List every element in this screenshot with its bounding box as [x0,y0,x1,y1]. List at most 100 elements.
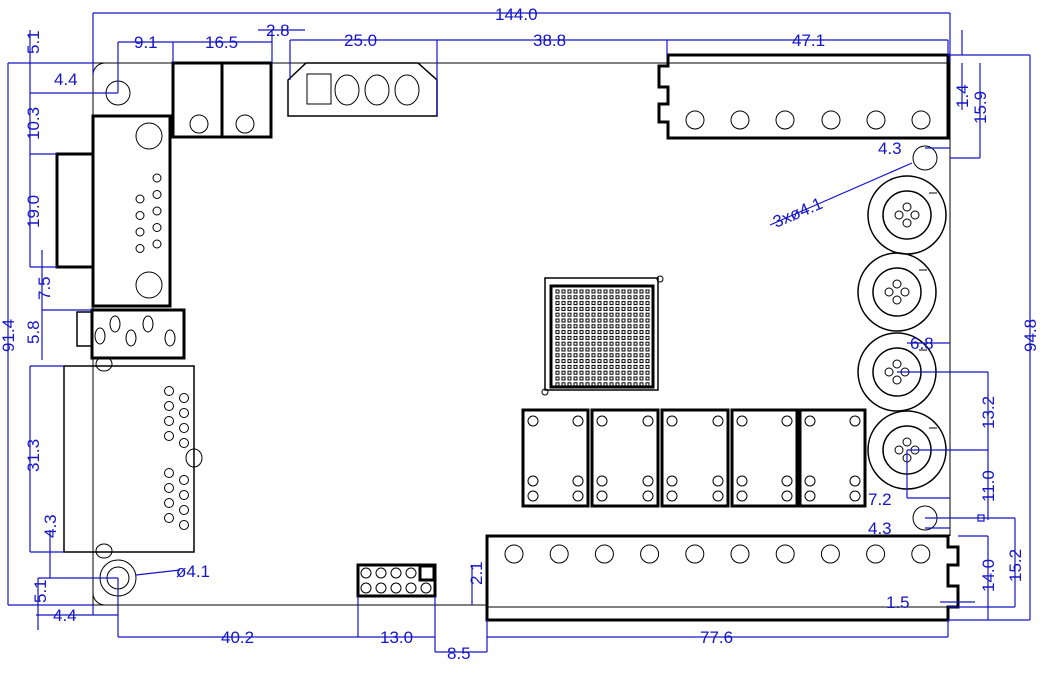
bga-ball [627,347,632,352]
bga-ball [645,295,650,300]
bga-ball [633,370,638,375]
dim-top-terminal-overhang: 1.4 [953,84,972,108]
bga-ball [615,301,620,306]
bga-ball [555,335,560,340]
bga-ball [615,370,620,375]
dim-db9-offset: 10.3 [24,107,43,140]
dim-db9-flange: 19.0 [24,195,43,228]
bga-ball [555,370,560,375]
bga-ball [639,324,644,329]
bga-ball [567,382,572,387]
bga-ball [585,289,590,294]
bga-ball [633,324,638,329]
bga-ball [573,359,578,364]
bga-ball [639,364,644,369]
dim-jack-width: 16.5 [205,33,238,52]
bga-ball [645,341,650,346]
bga-ball [609,312,614,317]
bga-ball [561,335,566,340]
pin-hole [164,386,174,396]
dim-top-right-hole: 4.3 [878,139,902,158]
bga-ball [597,306,602,311]
bga-ball [633,359,638,364]
bga-ball [585,364,590,369]
bga-ball [621,289,626,294]
bga-ball [645,335,650,340]
bga-ball [591,382,596,387]
bga-ball [597,324,602,329]
bga-ball [597,370,602,375]
bga-ball [627,295,632,300]
dim-round-offset: 7.2 [868,490,892,509]
bga-ball [579,301,584,306]
bga-ball [567,295,572,300]
pin-hole [135,244,145,253]
bga-ball [621,370,626,375]
bga-ball [639,295,644,300]
bga-ball [561,370,566,375]
board-outline [92,62,951,606]
bga-ball [573,364,578,369]
pin-hole [504,544,524,564]
bga-ball [615,347,620,352]
bga-ball [615,353,620,358]
bga-ball [585,347,590,352]
bga-ball [567,353,572,358]
bga-ball [621,295,626,300]
bga-ball [645,347,650,352]
pin-hole [375,567,387,579]
dim-right-hole-offset: 4.3 [868,519,892,538]
dim-bottom-notch: 1.5 [886,593,910,612]
bga-ball [639,382,644,387]
pin-hole [685,544,705,564]
bga-ball [645,324,650,329]
pin-hole [179,520,189,530]
pin-hole [804,415,816,427]
dim-audio-jack: 5.8 [24,320,43,344]
bga-ball [567,364,572,369]
bga-ball [555,324,560,329]
bga-ball [567,324,572,329]
pin-hole [152,190,162,199]
bga-ball [591,376,596,381]
bga-ball [627,359,632,364]
bga-ball [561,289,566,294]
bga-ball [615,359,620,364]
bga-ball [621,364,626,369]
bga-ball [615,335,620,340]
bga-ball [627,382,632,387]
bga-ball [579,353,584,358]
bga-ball [567,330,572,335]
pin-hole [179,393,189,403]
bga-ball [627,289,632,294]
bga-ball [567,347,572,352]
pin-hole [390,582,402,594]
pin-hole [596,415,608,427]
bga-ball [591,330,596,335]
pin-hole [911,544,931,564]
relay [660,408,730,508]
bga-ball [597,347,602,352]
bga-ball [585,312,590,317]
pin-hole [179,423,189,433]
bga-ball [609,295,614,300]
pin-hole [179,490,189,500]
bga-ball [561,376,566,381]
bga-ball [603,324,608,329]
pin-hole [902,202,912,212]
bga-ball [585,324,590,329]
bga-ball [567,376,572,381]
bga-ball [561,306,566,311]
bga-ball [579,382,584,387]
bga-ball [645,370,650,375]
pin-hole [781,415,793,427]
bga-ball [555,312,560,317]
bga-ball [609,347,614,352]
bga-ball [639,330,644,335]
pin-hole [892,295,902,305]
top-terminal-block [657,53,950,140]
bga-ball [591,289,596,294]
bga-ball [579,370,584,375]
relay [590,408,660,508]
bga-ball [621,324,626,329]
